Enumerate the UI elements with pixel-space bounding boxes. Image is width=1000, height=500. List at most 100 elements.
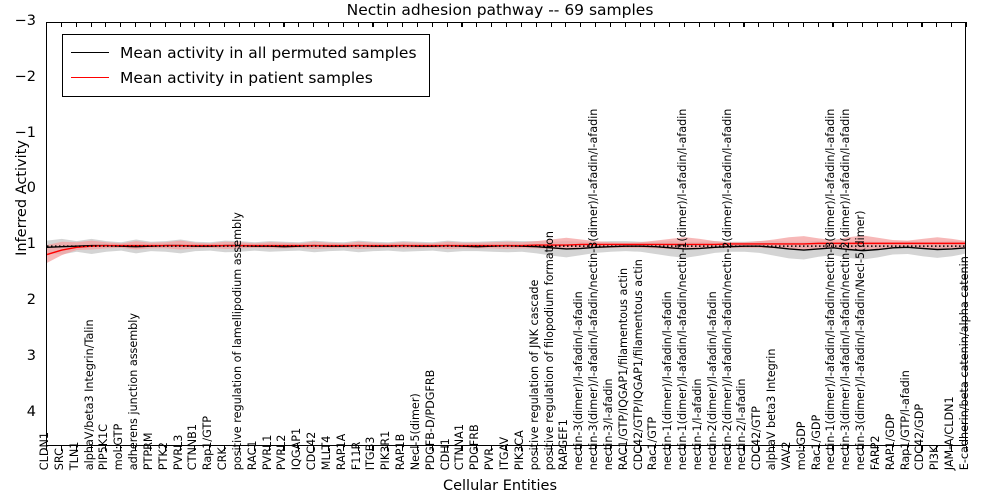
x-tick-mark	[60, 446, 62, 451]
x-tick-mark	[565, 446, 567, 451]
x-tick-mark	[891, 446, 893, 451]
x-tick-mark	[372, 446, 374, 451]
data-series-svg	[47, 235, 965, 263]
x-tick-mark-top	[966, 22, 968, 27]
y-tick-label: 2	[26, 291, 36, 308]
x-tick-label: CRK	[215, 447, 229, 470]
y-tick-label: −1	[14, 124, 36, 141]
x-tick-mark-top	[313, 22, 315, 27]
x-tick-mark	[313, 446, 315, 451]
legend-item-patient: Mean activity in patient samples	[71, 65, 417, 90]
chart-title: Nectin adhesion pathway -- 69 samples	[346, 1, 654, 19]
x-tick-mark-top	[268, 22, 270, 27]
x-tick-mark-top	[194, 22, 196, 27]
x-tick-mark-top	[921, 22, 923, 27]
y-tick-label: 0	[26, 180, 36, 197]
x-tick-label: PTK2	[156, 441, 170, 470]
x-tick-mark	[787, 446, 790, 451]
x-tick-mark	[520, 446, 522, 451]
x-tick-mark	[194, 446, 196, 451]
x-tick-label: SRC	[52, 447, 66, 470]
x-tick-mark-top	[876, 22, 879, 27]
x-tick-mark	[817, 446, 819, 451]
x-tick-mark	[550, 446, 552, 451]
x-tick-mark-top	[580, 22, 582, 27]
x-tick-mark-top	[135, 22, 137, 27]
x-tick-mark	[654, 446, 656, 451]
x-tick-mark-top	[90, 22, 92, 27]
x-tick-mark-top	[46, 22, 48, 27]
x-tick-mark	[491, 446, 493, 451]
x-tick-mark-top	[891, 22, 893, 27]
x-tick-mark-top	[75, 22, 77, 27]
x-tick-mark-top	[817, 22, 819, 27]
x-tick-mark-top	[446, 22, 448, 27]
legend-label-permuted: Mean activity in all permuted samples	[120, 43, 417, 62]
x-tick-mark-top	[550, 22, 552, 27]
x-tick-mark	[743, 446, 745, 451]
x-tick-mark-top	[461, 22, 463, 27]
x-tick-label: PI3K	[928, 445, 942, 471]
legend-item-permuted: Mean activity in all permuted samples	[71, 40, 417, 65]
x-tick-mark-top	[595, 22, 597, 27]
x-tick-mark	[609, 446, 611, 451]
x-tick-mark	[936, 446, 938, 451]
x-tick-mark	[224, 446, 226, 451]
x-tick-mark	[268, 446, 270, 451]
x-tick-mark-top	[238, 22, 240, 27]
x-tick-mark	[639, 446, 641, 451]
x-tick-mark	[135, 446, 137, 451]
x-tick-mark	[357, 446, 359, 451]
x-tick-mark-top	[506, 22, 508, 27]
x-tick-mark-top	[787, 22, 790, 27]
x-tick-mark	[951, 446, 953, 451]
x-tick-mark	[966, 446, 968, 451]
x-tick-mark	[595, 446, 597, 451]
x-tick-mark	[728, 446, 730, 451]
x-tick-mark-top	[402, 22, 404, 27]
x-tick-mark-top	[669, 22, 671, 27]
x-tick-mark	[535, 446, 537, 451]
x-tick-mark-top	[327, 22, 330, 27]
x-tick-mark-top	[520, 22, 522, 27]
x-tick-mark	[832, 446, 834, 451]
x-tick-mark-top	[698, 22, 700, 27]
x-tick-mark	[327, 446, 330, 451]
x-tick-mark	[342, 446, 344, 451]
x-tick-mark-top	[60, 22, 62, 27]
x-tick-mark-top	[624, 22, 626, 27]
x-tick-mark-top	[298, 22, 300, 27]
x-tick-mark	[624, 446, 626, 451]
x-tick-mark-top	[431, 22, 433, 27]
x-tick-mark-top	[387, 22, 389, 27]
x-tick-mark-top	[283, 22, 285, 27]
x-tick-mark-top	[416, 22, 419, 27]
y-axis-title: Inferred Activity	[14, 140, 30, 256]
x-axis-title: Cellular Entities	[442, 478, 558, 494]
x-tick-mark-top	[862, 22, 864, 27]
x-tick-mark-top	[654, 22, 656, 27]
x-tick-mark	[431, 446, 433, 451]
plot-inner	[47, 23, 965, 445]
x-tick-label: PVR	[482, 447, 496, 470]
x-tick-mark	[773, 446, 775, 451]
x-tick-mark-top	[253, 22, 255, 27]
x-tick-mark	[906, 446, 908, 451]
x-tick-mark	[238, 446, 240, 451]
x-tick-mark-top	[847, 22, 849, 27]
x-tick-mark-top	[120, 22, 122, 27]
x-tick-mark-top	[758, 22, 760, 27]
x-tick-mark-top	[342, 22, 344, 27]
x-tick-mark	[164, 446, 166, 451]
x-tick-mark-top	[906, 22, 908, 27]
x-tick-mark	[713, 446, 715, 451]
y-tick-label: −3	[14, 13, 36, 29]
x-tick-mark	[921, 446, 923, 451]
x-tick-mark-top	[357, 22, 359, 27]
x-tick-mark	[90, 446, 92, 451]
x-tick-mark	[179, 446, 181, 451]
x-tick-mark	[847, 446, 849, 451]
x-tick-mark	[402, 446, 404, 451]
x-tick-mark	[758, 446, 760, 451]
x-tick-mark-top	[491, 22, 493, 27]
